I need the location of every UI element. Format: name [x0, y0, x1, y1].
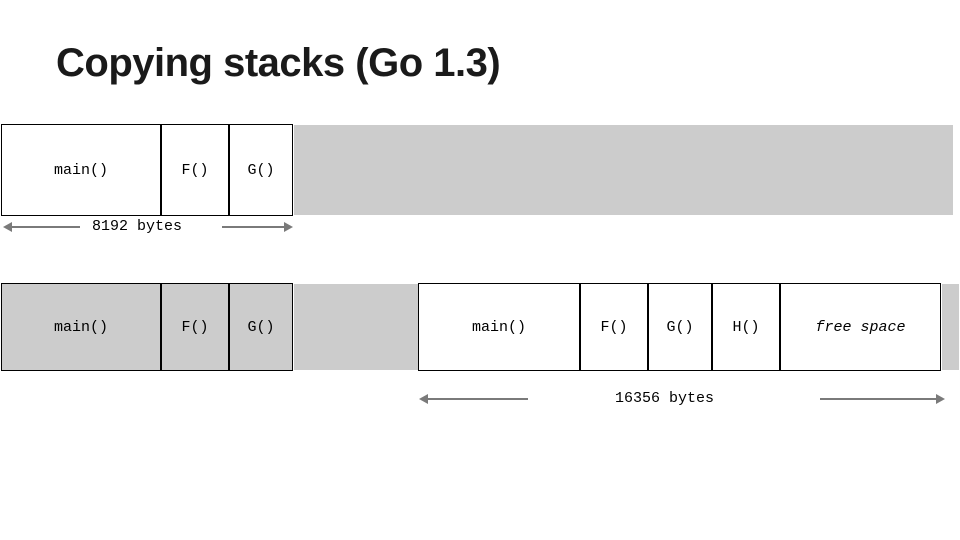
new-stack-frame-h: H(): [712, 283, 780, 371]
stack-frame-f: F(): [161, 124, 229, 216]
stack-frame-label: F(): [181, 161, 209, 179]
stack-frame-label: H(): [732, 318, 760, 336]
stack-frame-label: F(): [600, 318, 628, 336]
measure-arrow-left-icon: [3, 222, 80, 232]
annotation-label: 16356 bytes: [615, 390, 715, 407]
new-stack-frame-main: main(): [418, 283, 580, 371]
annotation-new-stack-size: 16356 bytes: [0, 388, 960, 410]
stack-frame-g: G(): [229, 124, 293, 216]
stack-frame-label: F(): [181, 318, 209, 336]
stack-frame-label: main(): [471, 318, 526, 336]
stack-unused-region: [294, 125, 953, 215]
stack-frame-label: main(): [53, 318, 108, 336]
new-stack-right-margin: [942, 284, 959, 370]
old-stack-unused-region: [294, 284, 418, 370]
stack-frame-label: free space: [815, 318, 906, 336]
old-stack-frame-f: F(): [161, 283, 229, 371]
annotation-label: 8192 bytes: [92, 218, 183, 235]
stack-frame-label: G(): [247, 161, 275, 179]
old-stack-frame-g: G(): [229, 283, 293, 371]
stack-frame-label: main(): [53, 161, 108, 179]
measure-arrow-right-icon: [820, 394, 945, 404]
measure-arrow-left-icon: [419, 394, 528, 404]
stack-diagram-new: main() F() G() main() F() G() H() free s…: [0, 283, 960, 371]
stack-diagram-old: main() F() G(): [0, 124, 960, 216]
new-stack-left-margin: [408, 284, 418, 370]
stack-frame-label: G(): [247, 318, 275, 336]
new-stack-free-space: free space: [780, 283, 941, 371]
annotation-old-stack-size: 8192 bytes: [0, 216, 300, 238]
stack-frame-label: G(): [666, 318, 694, 336]
new-stack-frame-g: G(): [648, 283, 712, 371]
new-stack-frame-f: F(): [580, 283, 648, 371]
old-stack-frame-main: main(): [1, 283, 161, 371]
stack-frame-main: main(): [1, 124, 161, 216]
page-title: Copying stacks (Go 1.3): [56, 41, 501, 85]
measure-arrow-right-icon: [222, 222, 293, 232]
